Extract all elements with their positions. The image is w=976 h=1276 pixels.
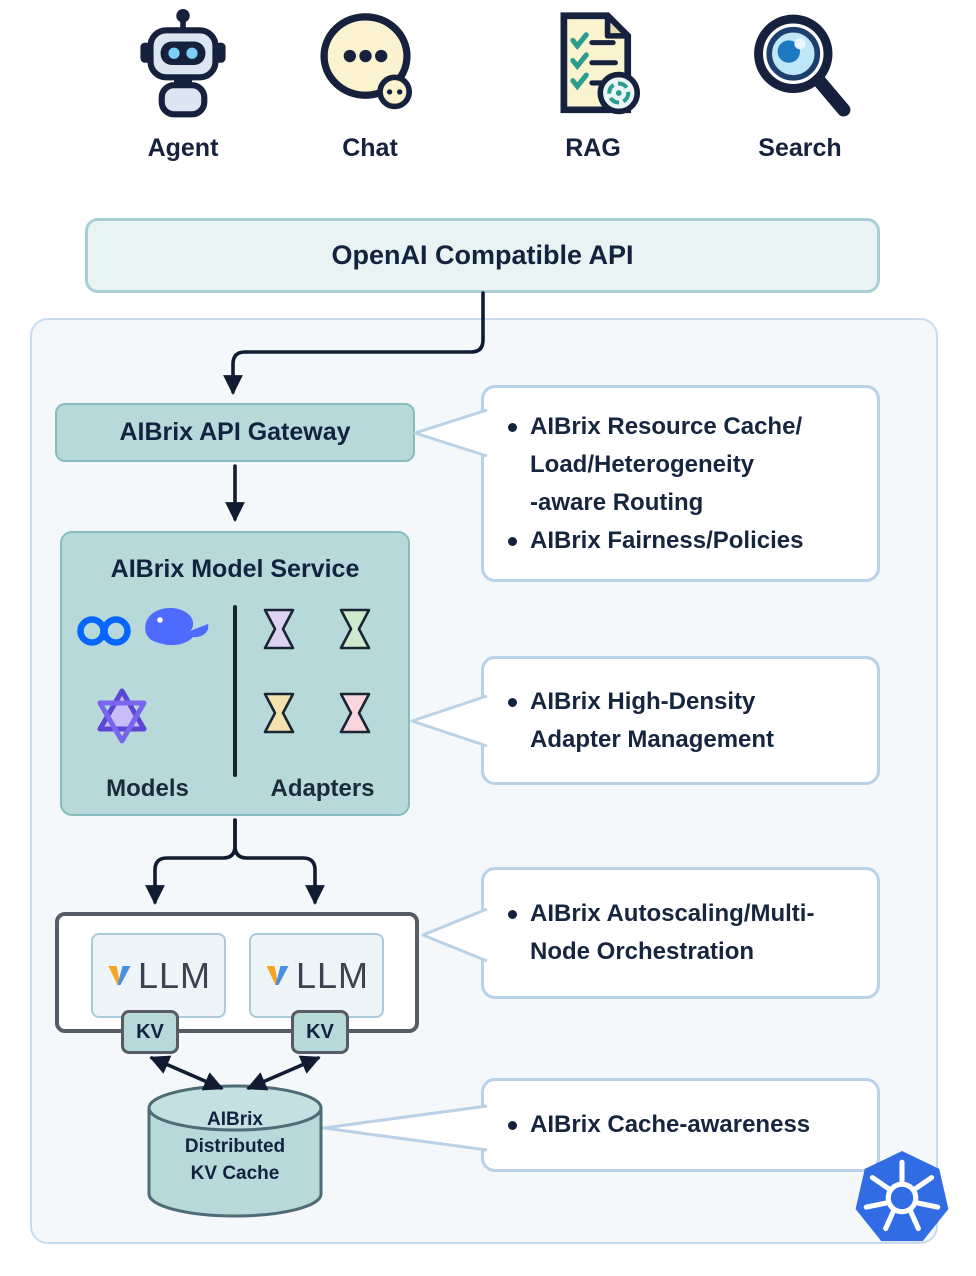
bullet-dot (508, 697, 517, 707)
kv-cache-right: KV (291, 1010, 349, 1054)
kv-cache-left: KV (121, 1010, 179, 1054)
callout-cache-awareness: AIBrix Cache-awareness (481, 1078, 880, 1172)
bullet-item: AIBrix Resource Cache/ Load/Heterogeneit… (508, 408, 859, 522)
callout-line: -aware Routing (530, 488, 704, 516)
kv-cache-cylinder (147, 1084, 323, 1218)
robot-icon (140, 9, 226, 118)
document-checklist-icon (560, 12, 641, 115)
deepseek-whale-logo (145, 607, 209, 646)
kv-cache-label: AIBrix Distributed KV Cache (146, 1106, 324, 1187)
kv-cache-line: Distributed (184, 1136, 286, 1157)
adapter-icon (339, 608, 371, 650)
client-search: Search (720, 6, 880, 163)
vllm-wordmark: LLM (137, 954, 212, 996)
vllm-logo-mark (266, 965, 289, 985)
models-adapters-divider (233, 605, 237, 777)
chat-bubble-icon (320, 13, 412, 110)
openai-api-box: OpenAI Compatible API (85, 218, 880, 293)
callout-adapter-management: AIBrix High-Density Adapter Management (481, 656, 880, 785)
client-label-rag: RAG (565, 134, 621, 162)
callout-routing: AIBrix Resource Cache/ Load/Heterogeneit… (481, 385, 880, 582)
bullet-dot (508, 1121, 517, 1130)
vllm-engine-left: LLM (91, 933, 226, 1018)
callout-line: AIBrix Fairness/Policies (530, 526, 804, 554)
callout-autoscaling: AIBrix Autoscaling/Multi- Node Orchestra… (481, 867, 880, 999)
client-agent: Agent (103, 6, 263, 163)
client-label-agent: Agent (147, 134, 219, 162)
client-chat: Chat (290, 6, 450, 163)
bullet-item: AIBrix Fairness/Policies (508, 522, 859, 560)
adapter-icon (263, 692, 295, 734)
bullet-item: AIBrix Autoscaling/Multi- Node Orchestra… (508, 895, 859, 971)
vllm-engine-right: LLM (249, 933, 384, 1018)
bullet-dot (508, 536, 517, 546)
callout-line: Load/Heterogeneity (530, 450, 755, 478)
bullet-item: AIBrix High-Density Adapter Management (508, 683, 859, 759)
inference-engines-box: LLM LLM (55, 912, 419, 1033)
callout-line: Node Orchestration (530, 938, 755, 965)
callout-line: AIBrix Autoscaling/Multi- (530, 900, 815, 927)
model-service-box: AIBrix Model Service Models Adapters (60, 531, 410, 816)
kv-cache-line: AIBrix (207, 1109, 263, 1130)
callout-line: Adapter Management (530, 725, 775, 753)
client-label-chat: Chat (342, 134, 398, 162)
adapter-icon (263, 608, 295, 650)
kubernetes-logo (855, 1151, 949, 1242)
bullet-dot (508, 910, 517, 919)
client-label-search: Search (758, 134, 842, 162)
model-service-title: AIBrix Model Service (110, 555, 360, 583)
callout-line: AIBrix Resource Cache/ (530, 412, 803, 440)
client-rag: RAG (513, 6, 673, 163)
vllm-wordmark: LLM (295, 954, 370, 996)
adapters-label: Adapters (270, 775, 375, 802)
vllm-logo-mark (108, 965, 131, 985)
api-gateway-box: AIBrix API Gateway (55, 403, 415, 462)
meta-infinity-logo (77, 616, 131, 646)
qwen-logo (97, 688, 147, 744)
bullet-dot (508, 422, 517, 432)
callout-line: AIBrix High-Density (530, 687, 756, 715)
models-label: Models (106, 775, 189, 802)
bullet-item: AIBrix Cache-awareness (508, 1106, 859, 1144)
kv-cache-line: KV Cache (190, 1163, 280, 1184)
magnifier-icon (754, 14, 851, 117)
callout-line: AIBrix Cache-awareness (530, 1111, 811, 1138)
adapter-icon (339, 692, 371, 734)
